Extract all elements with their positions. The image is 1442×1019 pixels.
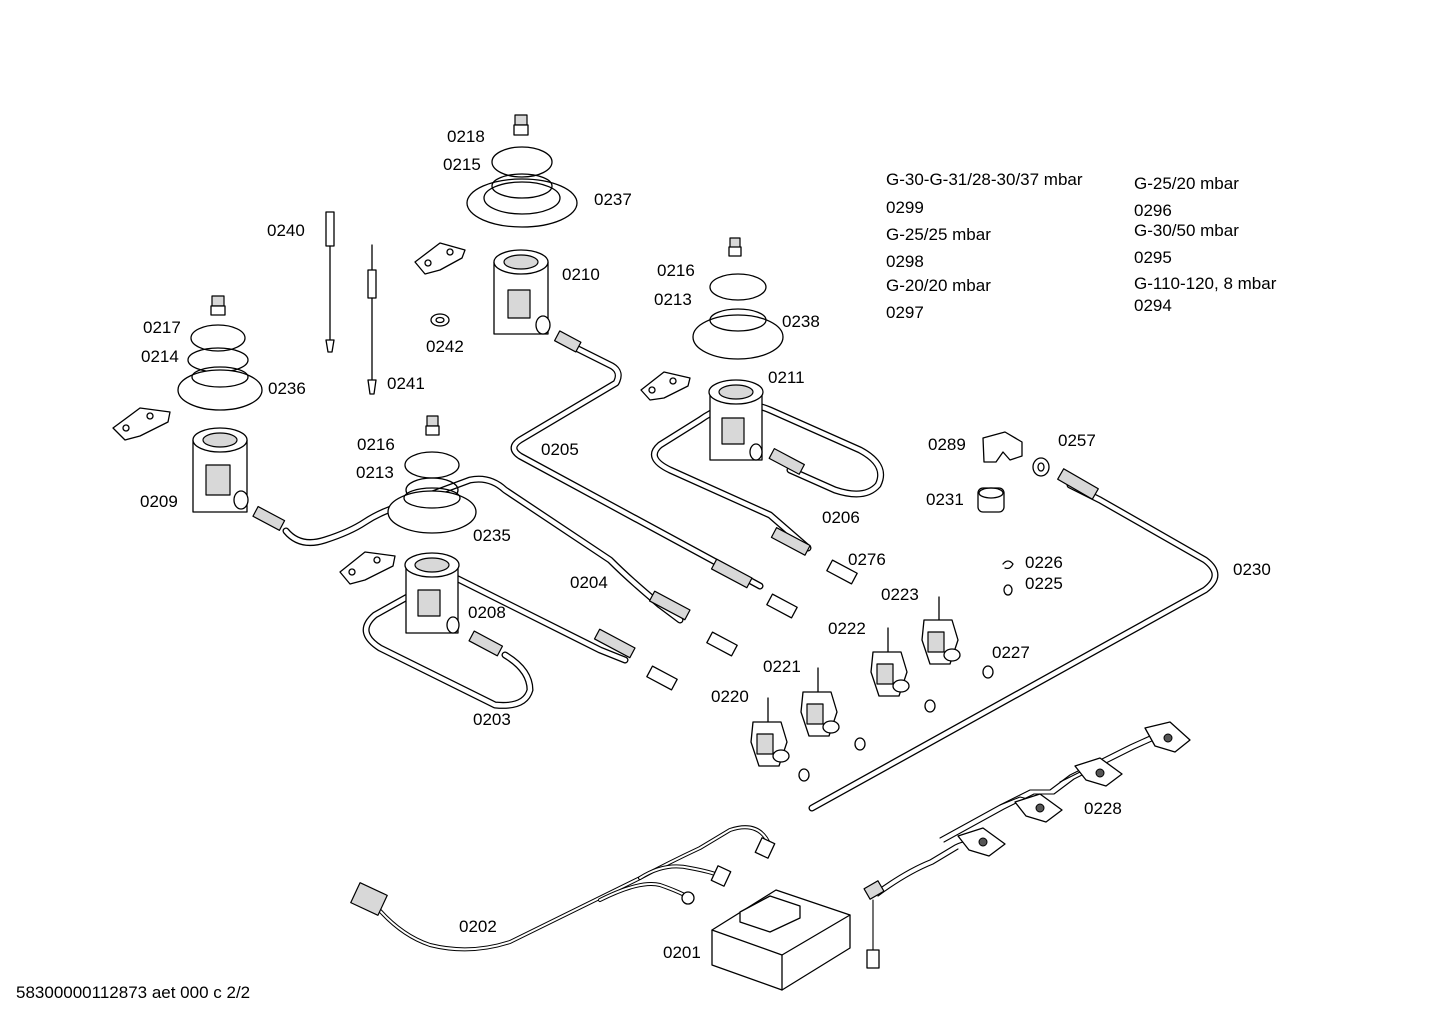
- label-0226: 0226: [1025, 553, 1063, 572]
- label-0203: 0203: [473, 710, 511, 729]
- gas-notes: G-30-G-31/28-30/37 mbar 0299 G-25/25 mba…: [886, 170, 1277, 322]
- label-0217: 0217: [143, 318, 181, 337]
- label-0276: 0276: [848, 550, 886, 569]
- burner-0210-assembly: [414, 114, 578, 335]
- label-0237: 0237: [594, 190, 632, 209]
- label-0238: 0238: [782, 312, 820, 331]
- label-0204: 0204: [570, 573, 608, 592]
- label-0231: 0231: [926, 490, 964, 509]
- valve-0221: [800, 667, 840, 737]
- label-0214: 0214: [141, 347, 179, 366]
- label-0202: 0202: [459, 917, 497, 936]
- burner-0209-assembly: [112, 295, 263, 513]
- gas-note-left-2: 0299: [886, 198, 924, 217]
- label-0213-b: 0213: [356, 463, 394, 482]
- gas-valves: [750, 596, 961, 767]
- label-0206: 0206: [822, 508, 860, 527]
- valve-0220: [750, 697, 790, 767]
- gas-note-right-6: 0294: [1134, 296, 1172, 315]
- label-0227: 0227: [992, 643, 1030, 662]
- ignition-switches-0228: [863, 721, 1191, 969]
- label-0216-a: 0216: [657, 261, 695, 280]
- label-0215: 0215: [443, 155, 481, 174]
- label-0220: 0220: [711, 687, 749, 706]
- part-labels: 0218 0215 0237 0240 0210 0216 0213 0238 …: [140, 127, 1271, 962]
- label-0236: 0236: [268, 379, 306, 398]
- label-0213-a: 0213: [654, 290, 692, 309]
- ignition-module-0201: [711, 889, 851, 991]
- label-0235: 0235: [473, 526, 511, 545]
- label-0225: 0225: [1025, 574, 1063, 593]
- thermocouple-0240: [325, 211, 335, 353]
- label-0222: 0222: [828, 619, 866, 638]
- document-footer: 58300000112873 aet 000 c 2/2: [16, 983, 250, 1002]
- label-0230: 0230: [1233, 560, 1271, 579]
- burner-0208-assembly: [339, 415, 477, 634]
- label-0228: 0228: [1084, 799, 1122, 818]
- label-0257: 0257: [1058, 431, 1096, 450]
- gas-note-left-1: G-30-G-31/28-30/37 mbar: [886, 170, 1083, 189]
- harness-0202: [350, 837, 776, 916]
- label-0205: 0205: [541, 440, 579, 459]
- fittings: [252, 330, 1099, 782]
- gas-note-left-4: 0298: [886, 252, 924, 271]
- injector-0218: [513, 114, 529, 136]
- gas-note-left-5: G-20/20 mbar: [886, 276, 991, 295]
- label-0223: 0223: [881, 585, 919, 604]
- label-0242: 0242: [426, 337, 464, 356]
- label-0218: 0218: [447, 127, 485, 146]
- label-0210: 0210: [562, 265, 600, 284]
- gas-note-right-4: 0295: [1134, 248, 1172, 267]
- gas-note-right-3: G-30/50 mbar: [1134, 221, 1239, 240]
- gas-note-right-1: G-25/20 mbar: [1134, 174, 1239, 193]
- burner-0211-assembly: [640, 237, 784, 461]
- thermocouple-0241: [367, 244, 377, 395]
- label-0240: 0240: [267, 221, 305, 240]
- valve-0223: [921, 596, 961, 665]
- label-0209: 0209: [140, 492, 178, 511]
- label-0241: 0241: [387, 374, 425, 393]
- gas-note-right-2: 0296: [1134, 201, 1172, 220]
- label-0211: 0211: [768, 368, 805, 387]
- gas-note-right-5: G-110-120, 8 mbar: [1134, 274, 1277, 293]
- gas-note-left-6: 0297: [886, 303, 924, 322]
- gas-note-left-3: G-25/25 mbar: [886, 225, 991, 244]
- label-0208: 0208: [468, 603, 506, 622]
- label-0216-b: 0216: [357, 435, 395, 454]
- valve-0222: [870, 627, 910, 697]
- label-0221: 0221: [763, 657, 801, 676]
- label-0201: 0201: [663, 943, 701, 962]
- label-0289: 0289: [928, 435, 966, 454]
